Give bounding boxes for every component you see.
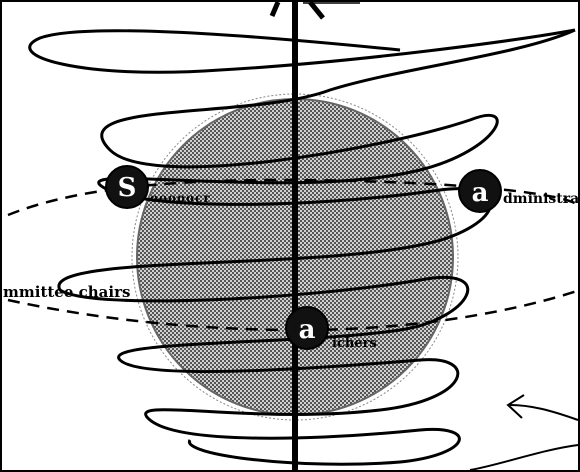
right-node-glyph: a	[472, 178, 489, 208]
svg-text:o: o	[150, 191, 159, 205]
left-node-label: o oooocr	[150, 191, 211, 205]
right-node: a	[458, 169, 502, 213]
top-arrow-marks	[269, 0, 325, 20]
center-node-glyph: a	[299, 315, 316, 345]
bottom-node-label: ichers	[332, 336, 377, 351]
left-node-glyph: S	[118, 173, 137, 203]
left-node: S	[105, 165, 149, 209]
svg-text:oooocr: oooocr	[159, 191, 211, 205]
administration-label: dministrati	[503, 191, 580, 207]
bottom-right-arrow	[469, 394, 579, 471]
center-node: a	[285, 306, 329, 350]
dashed-orbit	[7, 178, 580, 332]
swirl-curve	[28, 28, 576, 466]
committee-label: mmittee chairs	[3, 283, 130, 301]
